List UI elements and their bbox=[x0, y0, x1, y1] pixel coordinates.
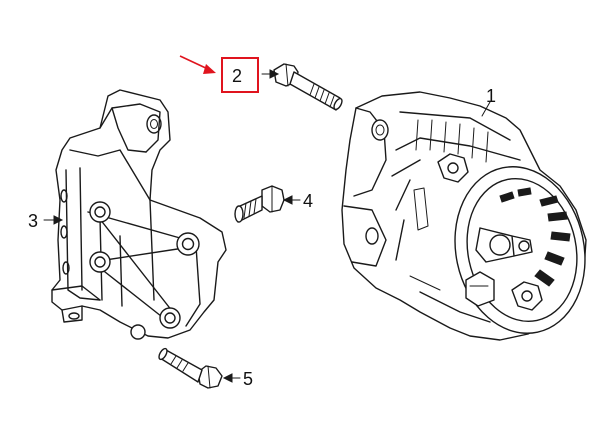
callout-leaders bbox=[43, 69, 491, 383]
callout-4-label: 4 bbox=[303, 191, 313, 211]
part-1-alternator[interactable] bbox=[341, 91, 600, 345]
highlight-arrowhead bbox=[203, 64, 216, 74]
part-2-bolt[interactable] bbox=[273, 63, 344, 111]
part-4-bolt[interactable] bbox=[234, 185, 285, 223]
callout-2-highlight bbox=[179, 55, 259, 93]
highlight-box bbox=[221, 57, 259, 93]
callout-1-label: 1 bbox=[486, 86, 496, 106]
callout-2-label: 2 bbox=[232, 66, 242, 86]
callout-5-label: 5 bbox=[243, 369, 253, 389]
part-5-bolt[interactable] bbox=[157, 347, 223, 389]
part-3-mounting-bracket[interactable] bbox=[51, 89, 227, 340]
callout-3-label: 3 bbox=[28, 211, 38, 231]
